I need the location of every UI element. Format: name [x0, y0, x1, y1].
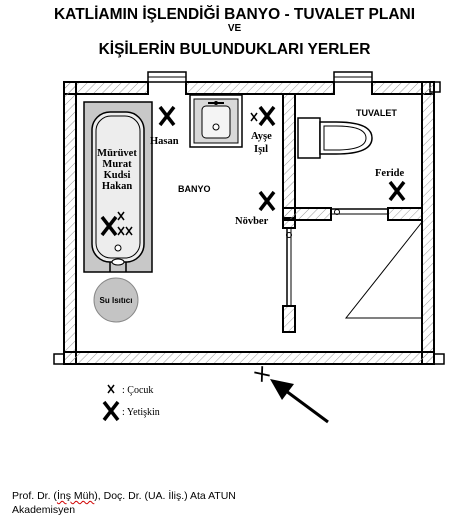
sink-icon: [189, 94, 243, 148]
person-name-hakan: Hakan: [102, 181, 133, 192]
bottom-wall: [63, 351, 435, 365]
x-mark-child-icon: [250, 112, 258, 122]
door-icon: [331, 208, 388, 215]
legend-adult-label: : Yetişkin: [122, 407, 160, 418]
spellcheck-underline: İnş Müh: [56, 490, 95, 502]
person-name-hasan: Hasan: [150, 136, 179, 147]
person-name-muruvet: Mürüvet: [97, 148, 137, 159]
x-mark-child-icon: [107, 384, 115, 394]
toilet-icon: [297, 117, 373, 159]
x-mark-adult-icon: [100, 215, 118, 237]
x-mark-child-icon: [117, 211, 125, 221]
title-line-1: KATLİAMIN İŞLENDİĞİ BANYO - TUVALET PLAN…: [53, 6, 416, 23]
x-mark-child-icon: [125, 226, 133, 236]
person-name-ayse: Ayşe: [251, 131, 272, 142]
room-label-banyo: BANYO: [178, 184, 211, 194]
x-mark-child-icon: [254, 366, 270, 382]
person-name-novber: Növber: [235, 216, 269, 227]
water-heater-icon: Su Isıtıcı: [93, 277, 139, 323]
top-wall: [63, 81, 441, 95]
legend: : Çocuk : Yetişkin: [102, 384, 160, 422]
water-heater-label: Su Isıtıcı: [100, 296, 133, 305]
window-icon: [147, 71, 187, 83]
right-wall: [421, 81, 435, 365]
bathtub-icon: [83, 101, 153, 273]
title-line-3: KİŞİLERİN BULUNDUKLARI YERLER: [98, 41, 371, 58]
person-name-isil: Işıl: [254, 144, 268, 155]
door-icon: [286, 228, 292, 306]
x-mark-adult-icon: [258, 190, 276, 212]
x-mark-adult-icon: [258, 105, 276, 127]
arrow-icon: [254, 366, 329, 424]
title-line-2: VE: [227, 23, 242, 34]
room-label-tuvalet: TUVALET: [356, 108, 397, 118]
author-affiliation: Akademisyen: [12, 504, 76, 516]
x-mark-adult-icon: [158, 105, 176, 127]
left-wall: [63, 81, 77, 365]
legend-child-label: : Çocuk: [122, 385, 153, 396]
x-mark-child-icon: [117, 226, 125, 236]
person-name-feride: Feride: [375, 168, 404, 179]
door-swing: [344, 220, 423, 319]
author-credit: Prof. Dr. (İnş Müh), Doç. Dr. (UA. İliş.…: [12, 490, 236, 502]
person-name-kudsi: Kudsi: [104, 170, 131, 181]
window-icon: [333, 71, 373, 83]
x-mark-adult-icon: [388, 180, 406, 202]
x-mark-adult-icon: [102, 400, 120, 422]
person-name-murat: Murat: [102, 159, 132, 170]
